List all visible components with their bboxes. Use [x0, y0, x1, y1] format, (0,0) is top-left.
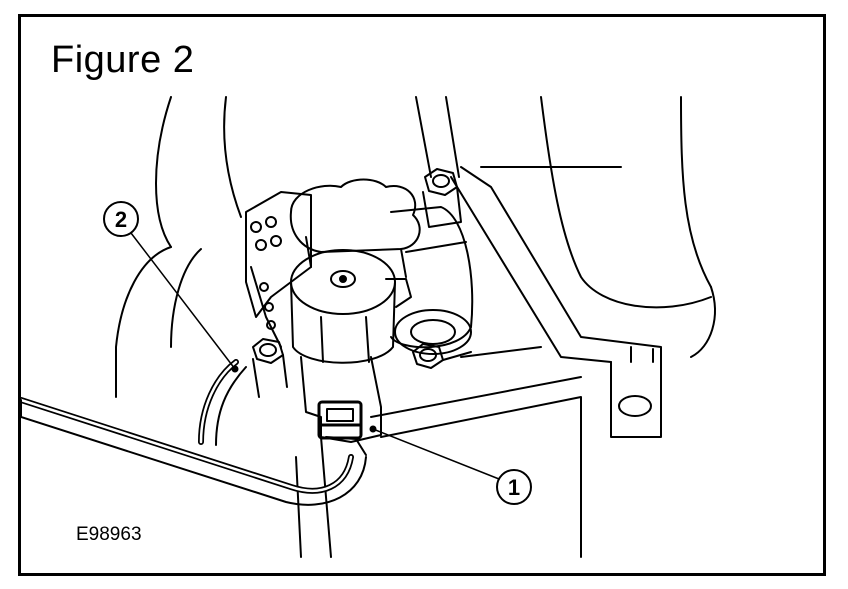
callout-2-label: 2 [115, 207, 127, 232]
left-housing-outline [115, 96, 242, 398]
callout-1-label: 1 [508, 475, 520, 500]
bolts [252, 168, 472, 398]
actuator-body [290, 249, 412, 364]
actuator-cap [289, 178, 421, 278]
figure-reference-code: E98963 [76, 524, 142, 545]
callout-1-marker: 1 [369, 425, 532, 505]
callout-2-marker: 2 [103, 201, 239, 373]
figure-title: Figure 2 [51, 39, 195, 81]
mounting-bracket [245, 191, 312, 348]
component-line-drawing: 2 1 [21, 96, 716, 558]
wiring-harness [21, 359, 367, 506]
motor-cylinder [390, 206, 474, 355]
figure-frame: 2 1 Figure 2 E98963 [18, 14, 826, 576]
right-duct-outline [415, 96, 716, 358]
main-housing-outline [295, 166, 662, 558]
electrical-connector [300, 356, 382, 456]
